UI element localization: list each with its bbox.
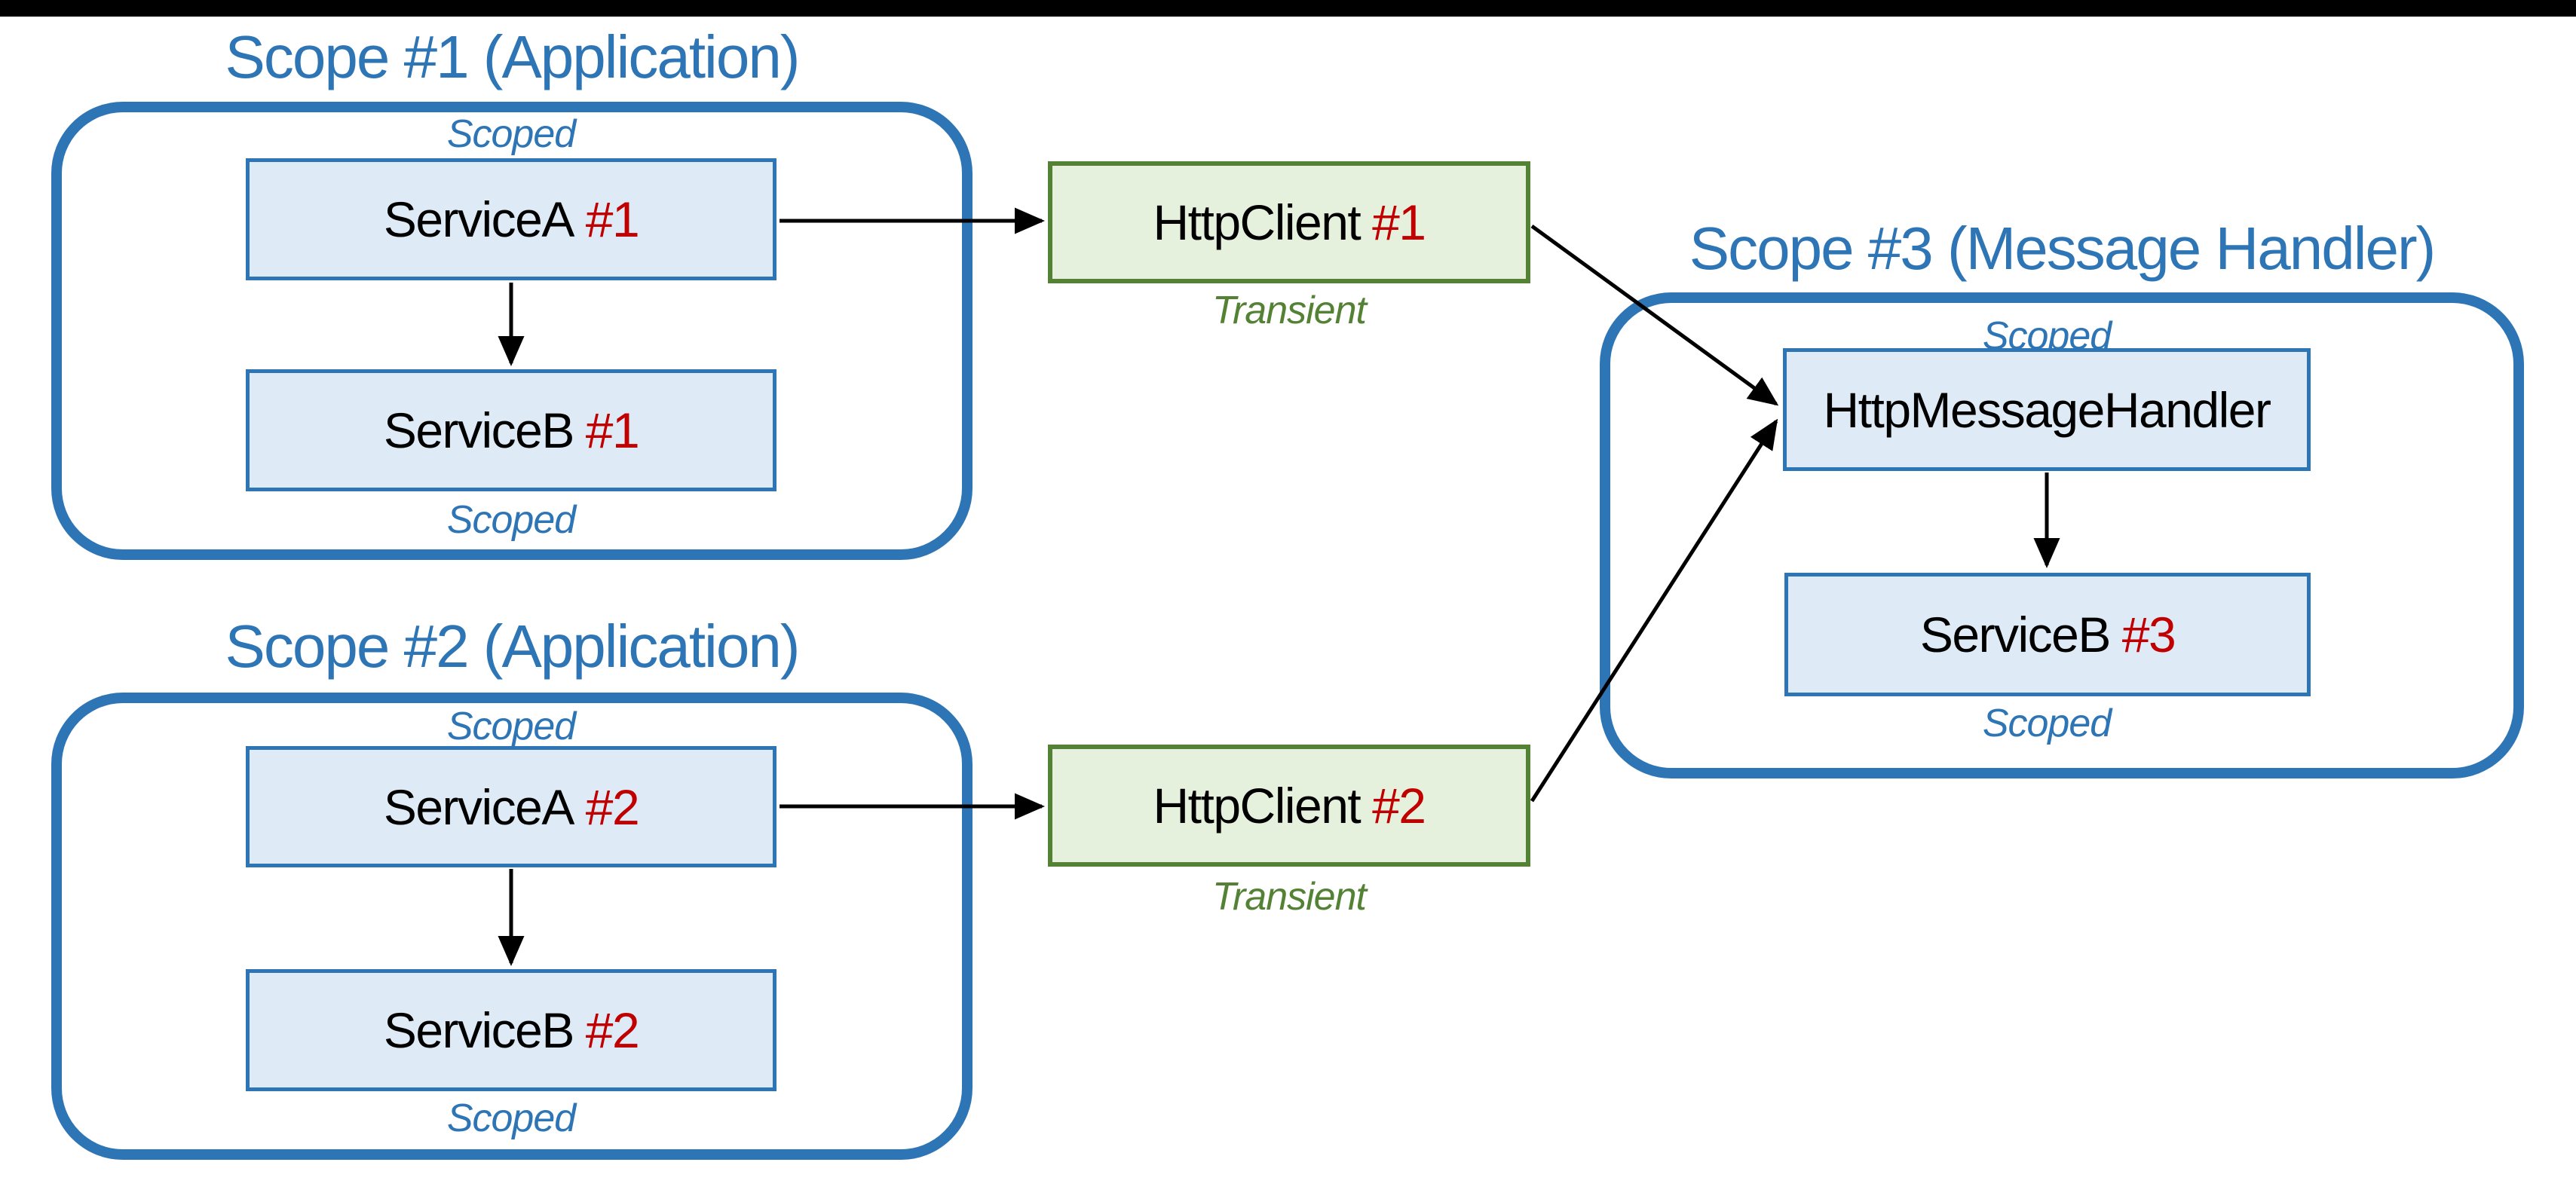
httpClient1-transient-label: Transient xyxy=(1212,289,1367,332)
scope1-container xyxy=(51,102,973,560)
node-instance: #1 xyxy=(585,402,640,458)
letterbox-top-bar xyxy=(0,0,2576,17)
node-serviceB-1: ServiceB#1 xyxy=(246,369,776,491)
scope2-title: Scope #2 (Application) xyxy=(225,613,801,680)
node-label: ServiceB xyxy=(383,402,575,458)
scope2-container xyxy=(51,693,973,1160)
node-label: ServiceB xyxy=(383,1002,575,1058)
scope3-title: Scope #3 (Message Handler) xyxy=(1689,215,2437,282)
node-label: ServiceB xyxy=(1919,607,2112,662)
node-httpMessageHandler: HttpMessageHandler xyxy=(1783,348,2311,471)
scope3-bottom-scoped-label: Scoped xyxy=(1982,702,2112,745)
httpClient2-transient-label: Transient xyxy=(1212,875,1367,919)
scope1-top-scoped-label: Scoped xyxy=(446,112,576,156)
node-instance: #1 xyxy=(1372,194,1426,250)
node-label: HttpMessageHandler xyxy=(1823,381,2271,438)
node-instance: #3 xyxy=(2121,607,2176,662)
scope1-title: Scope #1 (Application) xyxy=(225,23,801,90)
node-serviceA-1: ServiceA#1 xyxy=(246,158,776,280)
scope2-top-scoped-label: Scoped xyxy=(446,705,576,748)
node-label: ServiceA xyxy=(383,191,575,247)
node-serviceB-2: ServiceB#2 xyxy=(246,969,776,1091)
scope1-bottom-scoped-label: Scoped xyxy=(446,498,576,542)
node-httpClient-1: HttpClient#1 xyxy=(1048,161,1530,283)
node-label: HttpClient xyxy=(1153,778,1361,833)
node-label: ServiceA xyxy=(383,778,575,835)
node-instance: #1 xyxy=(585,191,640,247)
node-serviceA-2: ServiceA#2 xyxy=(246,746,776,867)
node-httpClient-2: HttpClient#2 xyxy=(1048,745,1530,867)
node-label: HttpClient xyxy=(1153,194,1361,250)
node-instance: #2 xyxy=(1372,778,1426,833)
node-serviceB-3: ServiceB#3 xyxy=(1784,573,2311,696)
scope2-bottom-scoped-label: Scoped xyxy=(446,1096,576,1140)
node-instance: #2 xyxy=(585,778,640,835)
node-instance: #2 xyxy=(585,1002,640,1058)
scope3-container xyxy=(1600,292,2524,778)
